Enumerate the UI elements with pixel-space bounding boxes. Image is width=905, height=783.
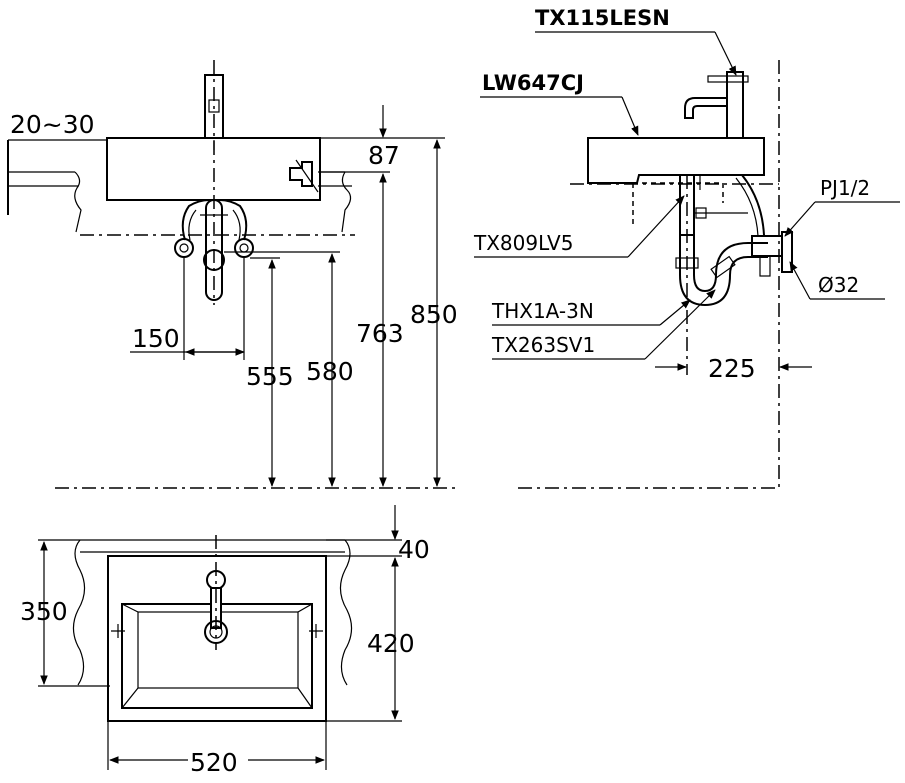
side-wall-flange [781,231,793,273]
break-line-right [341,171,352,233]
dim-supply-height: 555 [246,362,294,391]
basin-side [587,137,765,184]
dim-drain-height: 580 [306,357,354,386]
leader-basin [621,96,639,136]
leader-trap [659,299,691,326]
overflow-mark [295,159,319,193]
bowl-corner [121,603,139,613]
label-faucet-model: TX115LESN [535,6,670,30]
side-hose [741,174,765,236]
stop-valve-left [174,238,194,258]
break-line-plan-left [72,539,86,686]
overflow-clip [695,207,707,219]
leader-diameter [789,261,811,300]
basin-hidden [632,182,724,228]
trap-nut-2 [710,255,736,279]
side-hose-inner [735,177,759,237]
break-line-left [74,171,82,233]
fixing-mark-left [111,624,125,638]
dim-inner-depth: 350 [20,597,68,626]
bowl-corner [297,687,313,709]
leader-supply [784,201,816,237]
stop-valve-left-core [179,243,189,253]
dim-wall-gap: 20~30 [10,110,95,139]
label-pipe-diameter: Ø32 [818,273,859,297]
dim-basin-bottom-height: 763 [356,319,404,348]
dim-outer-depth: 420 [367,629,415,658]
side-stop-valve [751,235,783,257]
label-basin-model: LW647CJ [482,71,584,95]
trap-inner [693,235,768,293]
fixing-mark-right [309,624,323,638]
bowl-corner [121,687,139,709]
leader-drain [627,195,685,258]
dim-basin-top-height: 850 [410,300,458,329]
side-view: TX115LESN LW647CJ TX809LV5 THX1A-3N TX26… [473,6,900,489]
overflow-knob [289,161,313,187]
dim-basin-height: 87 [368,141,400,170]
leader-pipe [644,289,716,360]
label-drain-model: TX809LV5 [473,231,573,255]
hose-right-inner [232,209,241,241]
side-faucet-spout [684,97,727,119]
trap-outer [679,235,768,307]
dim-width: 520 [190,748,238,777]
label-trap-model: THX1A-3N [491,299,594,323]
basin-outer [107,555,327,722]
break-line-plan-right [339,539,353,686]
hose-right [219,199,248,241]
dim-back-margin: 40 [398,535,430,564]
stop-valve-right-core [239,243,249,253]
dim-supply-spacing: 150 [132,324,180,353]
label-pipe-model: TX263SV1 [491,333,595,357]
side-faucet-lever [707,75,749,83]
bowl-corner [297,603,313,613]
side-valve-stem [759,255,771,277]
front-view: 150 555 580 87 763 850 20~30 [7,60,458,489]
dim-drain-offset: 225 [708,354,756,383]
stop-valve-right [234,238,254,258]
hose-left [181,199,210,241]
plan-view: 40 420 350 520 [20,505,430,777]
hose-left-inner [188,209,197,241]
dim-label-bg [188,748,248,776]
label-supply-thread: PJ1/2 [820,176,870,200]
leader-faucet [714,31,737,76]
